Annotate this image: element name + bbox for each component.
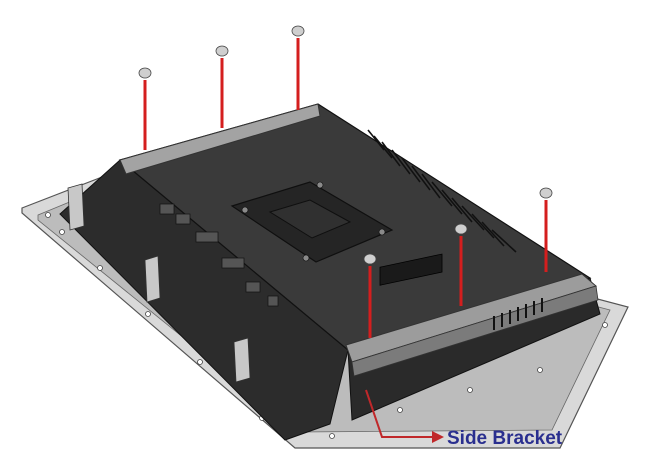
edge-clips [67, 183, 251, 383]
bracket-slots [493, 298, 543, 330]
screws [138, 25, 553, 338]
screw-icon [363, 253, 377, 338]
vesa-mount-plate [230, 181, 394, 263]
screw-icon [454, 223, 468, 306]
screw-icon [539, 187, 553, 272]
io-ports [159, 203, 279, 307]
screw-icon [215, 45, 229, 128]
callout-leader [365, 389, 444, 443]
arrow-right-icon [432, 431, 444, 443]
chassis-body [59, 103, 601, 441]
top-bracket [119, 103, 321, 175]
screw-icon [291, 25, 305, 110]
vent-grille [367, 129, 517, 253]
callout-label: Side Bracket [447, 428, 563, 449]
side-bracket [345, 253, 599, 377]
screw-icon [138, 67, 152, 150]
